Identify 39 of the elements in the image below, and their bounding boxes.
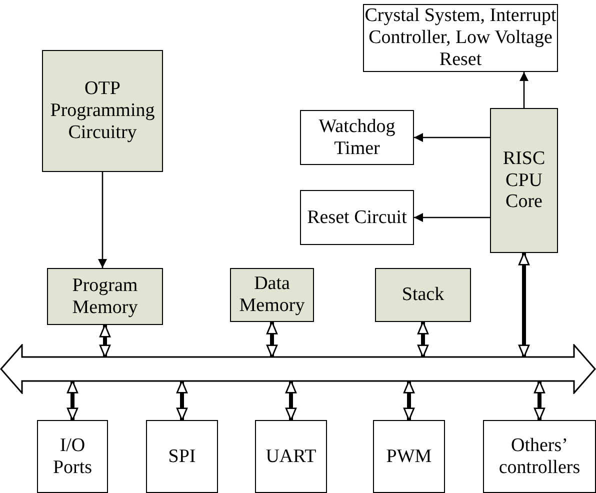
process-box <box>490 108 558 253</box>
process-box <box>37 420 108 493</box>
process-box <box>47 268 163 325</box>
process-box <box>255 420 327 493</box>
arrow <box>98 172 107 268</box>
box-label: PWM <box>386 446 432 468</box>
box-label: Crystal System, Interrupt Controller, Low Voltage Reset <box>364 5 557 71</box>
double-arrow <box>403 380 415 421</box>
arrow <box>414 213 490 222</box>
process-box <box>483 420 596 493</box>
process-box <box>230 268 314 322</box>
process-box <box>42 50 163 172</box>
box-label: I/O Ports <box>52 434 94 478</box>
box-label: Program Memory <box>71 274 139 318</box>
box-label: Others’ controllers <box>498 434 582 478</box>
process-box <box>375 268 471 322</box>
box-label: Data Memory <box>238 273 306 317</box>
bus-double-arrow <box>0 344 596 394</box>
double-arrow <box>99 324 111 358</box>
box-label: RISC CPU Core <box>502 148 546 214</box>
double-arrow <box>66 380 78 421</box>
arrow <box>520 72 528 108</box>
box-label: OTP Programming Circuitry <box>49 78 156 144</box>
double-arrow <box>518 252 530 358</box>
process-box <box>300 110 414 165</box>
double-arrow <box>176 380 188 421</box>
arrow <box>414 133 490 142</box>
box-label: Stack <box>402 284 444 306</box>
process-box <box>300 190 414 245</box>
box-label: Reset Circuit <box>307 206 407 228</box>
double-arrow <box>285 380 297 421</box>
box-label: UART <box>266 446 316 468</box>
box-label: Watchdog Timer <box>318 116 396 160</box>
double-arrow <box>534 380 546 421</box>
process-box <box>373 420 445 493</box>
process-box <box>146 420 218 493</box>
box-label: SPI <box>168 446 196 468</box>
double-arrow <box>266 321 278 358</box>
double-arrow <box>417 321 429 358</box>
